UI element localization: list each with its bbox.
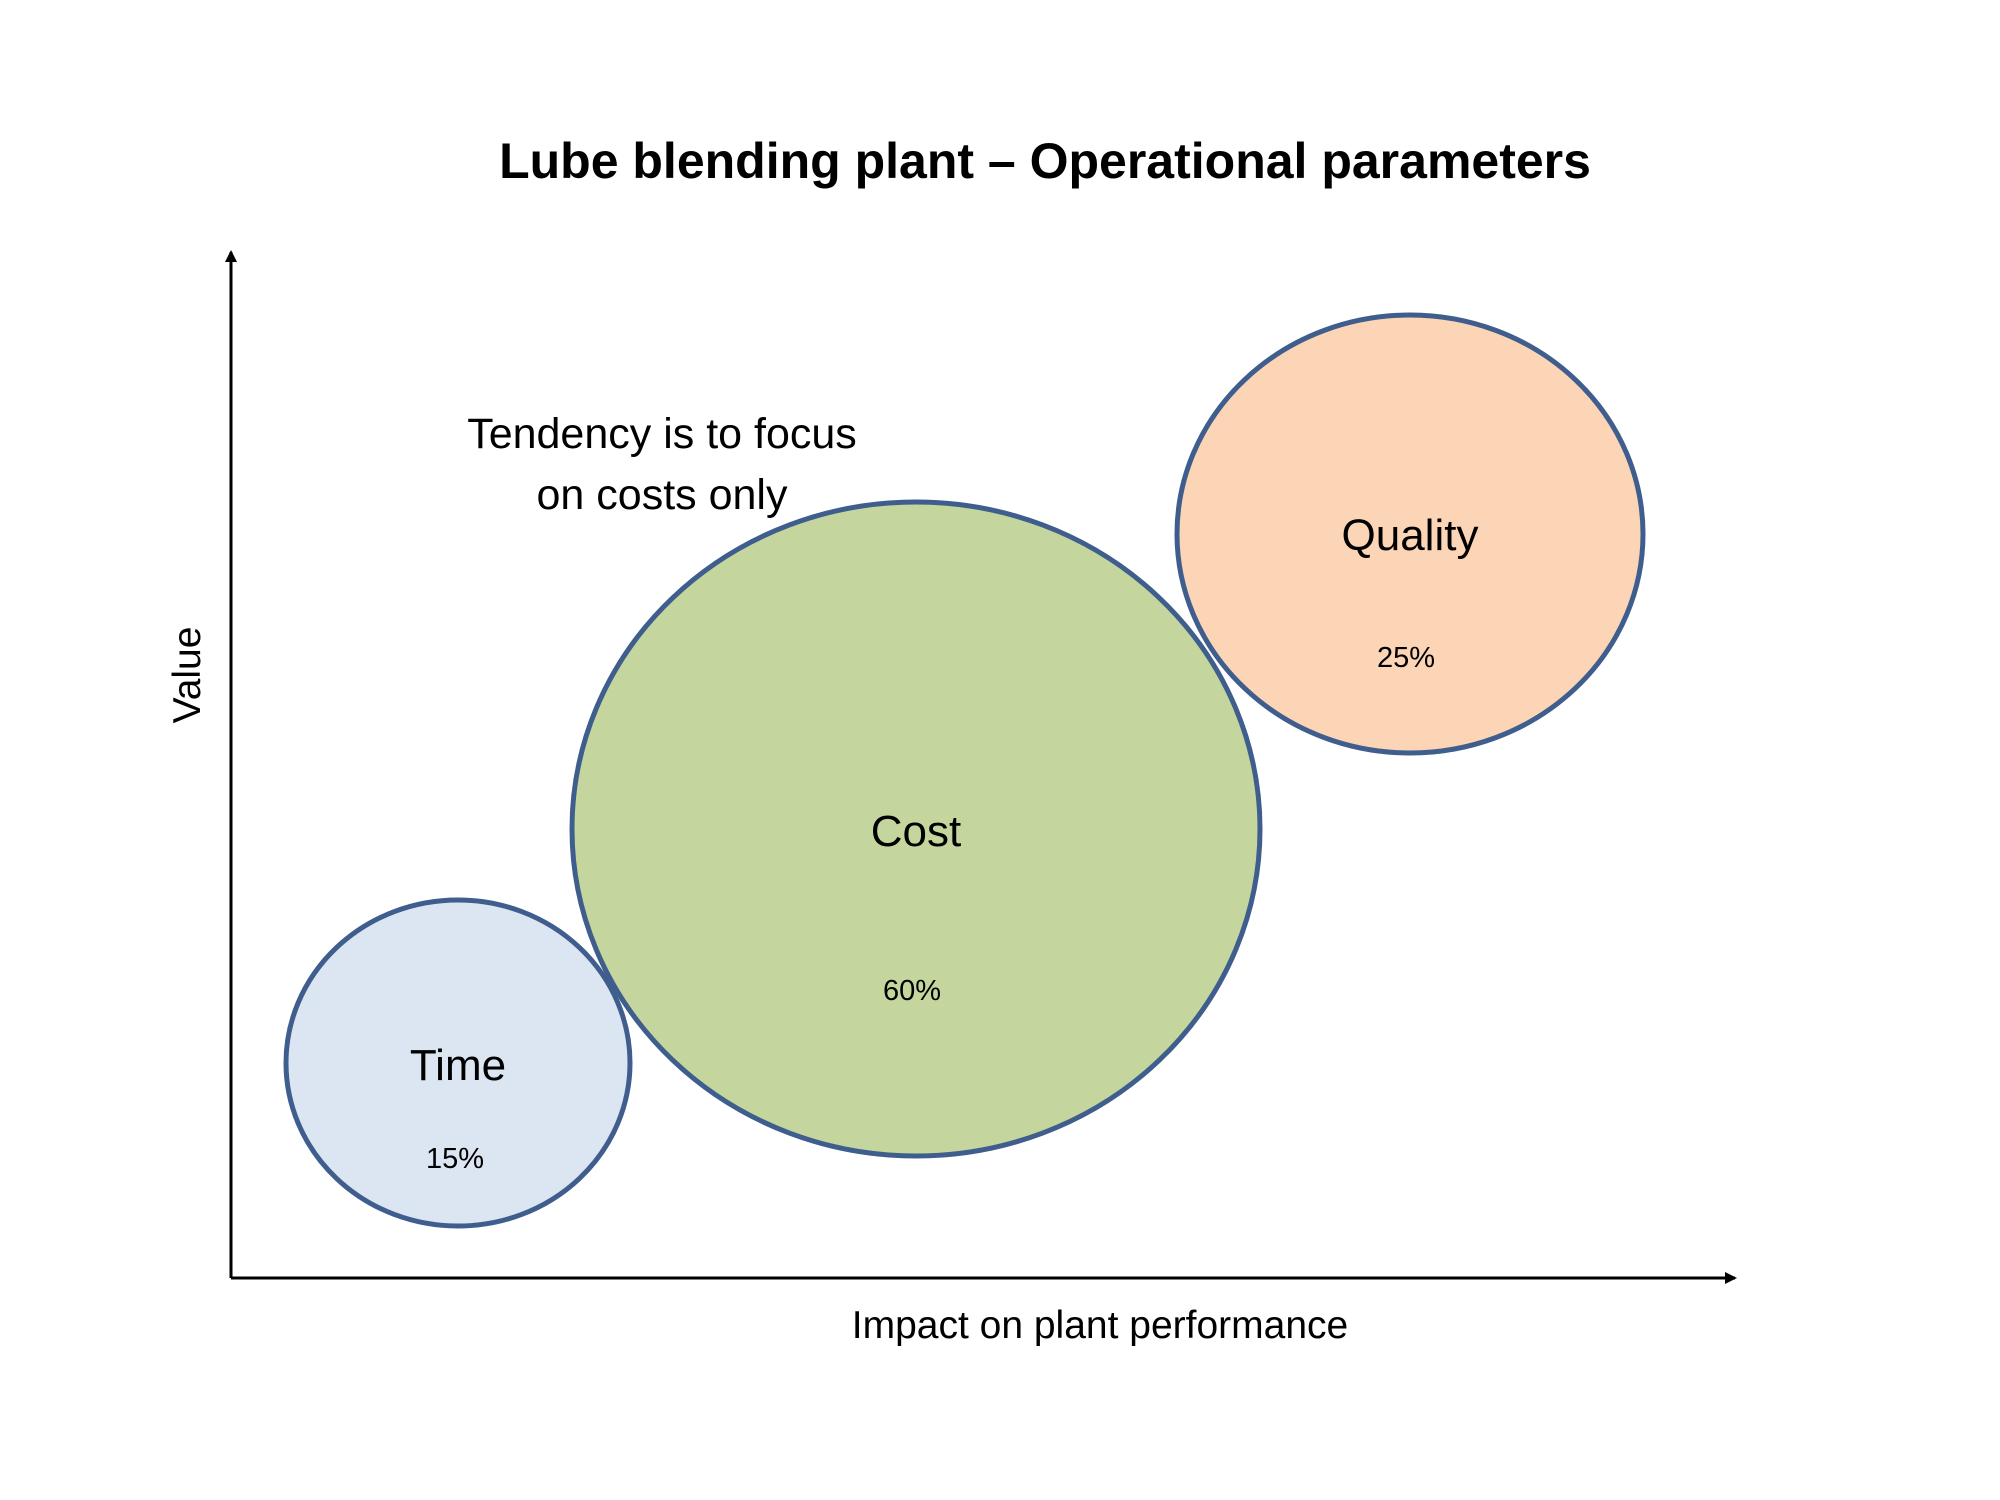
y-axis-label: Value (166, 627, 209, 724)
bubble-time-label: Time (410, 1041, 506, 1090)
bubble-time-value: 15% (426, 1143, 484, 1175)
bubble-time-shape (283, 897, 633, 1229)
annotation-line-1: Tendency is to focus (467, 410, 857, 458)
bubble-quality-value: 25% (1377, 642, 1435, 674)
bubble-cost: Cost 60% (569, 499, 1263, 1159)
bubble-cost-label: Cost (871, 807, 961, 856)
bubble-quality-label: Quality (1342, 511, 1479, 560)
diagram-title: Lube blending plant – Operational parame… (499, 133, 1591, 189)
bubble-quality: Quality 25% (1174, 312, 1646, 756)
bubble-time: Time 15% (283, 897, 633, 1229)
bubble-quality-shape (1174, 312, 1646, 756)
annotation-line-2: on costs only (537, 471, 788, 519)
x-axis-label: Impact on plant performance (852, 1304, 1348, 1347)
bubble-cost-shape (569, 499, 1263, 1159)
bubble-cost-value: 60% (883, 975, 941, 1007)
